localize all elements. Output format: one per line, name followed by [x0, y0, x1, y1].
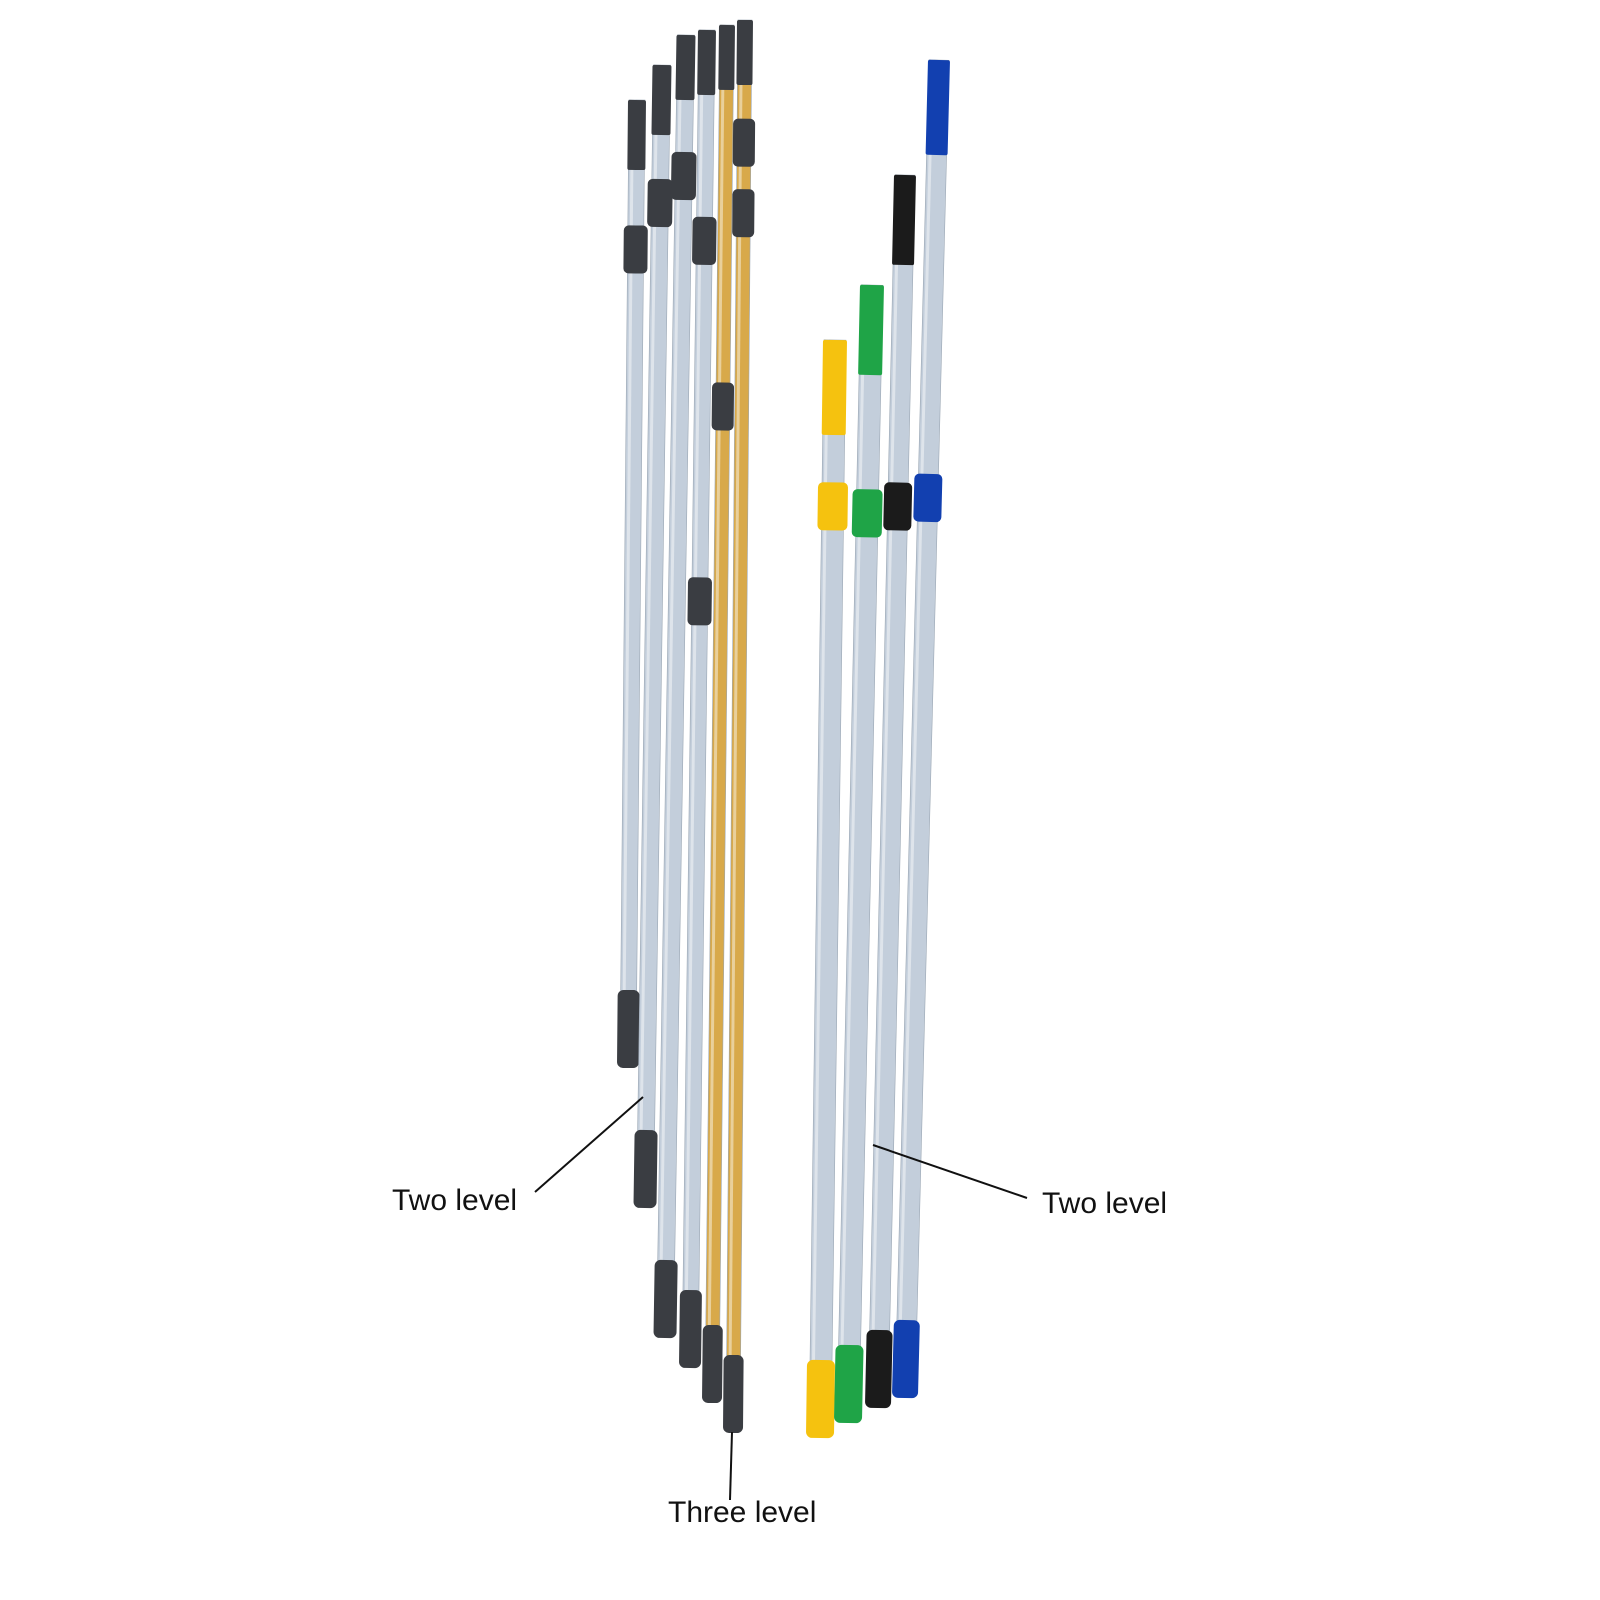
top-tip — [675, 34, 696, 101]
joint-collar — [883, 482, 913, 531]
pole-gold-1 — [702, 24, 735, 1404]
leader-line-bottom — [729, 1431, 733, 1501]
bottom-grip — [806, 1359, 835, 1439]
bottom-grip — [679, 1289, 702, 1369]
pole-4 — [679, 29, 717, 1369]
joint-collar — [732, 189, 755, 238]
bottom-grip — [633, 1129, 658, 1209]
pole-highlight — [728, 19, 744, 1430]
bottom-grip — [892, 1319, 920, 1399]
pole-highlight — [870, 174, 901, 1405]
pole-yellow — [806, 339, 848, 1439]
top-tip — [627, 99, 646, 171]
pole-1 — [617, 99, 648, 1069]
pole-blue — [892, 59, 950, 1399]
pole-highlight — [658, 34, 683, 1335]
pole-black — [865, 174, 916, 1409]
pole-3 — [653, 34, 697, 1339]
pole-highlight — [684, 29, 705, 1365]
top-tip — [697, 29, 716, 96]
joint-collar — [711, 382, 735, 431]
bottom-grip — [834, 1344, 864, 1424]
joint-collar — [817, 482, 848, 531]
top-tip — [892, 174, 916, 266]
bottom-grip — [723, 1354, 744, 1434]
joint-collar — [913, 473, 943, 523]
pole-highlight — [839, 284, 867, 1420]
pole-2 — [633, 64, 673, 1209]
label-three-level: Three level — [668, 1496, 817, 1529]
leader-line-right — [872, 1144, 1028, 1199]
pole-highlight — [638, 64, 659, 1205]
leader-line-left — [534, 1096, 644, 1193]
top-tip — [718, 24, 735, 91]
joint-collar — [692, 216, 717, 265]
joint-collar — [647, 178, 673, 228]
bottom-grip — [617, 989, 640, 1069]
pole-green — [834, 284, 884, 1424]
top-tip — [821, 339, 847, 436]
pole-highlight — [707, 24, 726, 1400]
joint-collar — [687, 577, 712, 626]
pole-highlight — [811, 339, 830, 1435]
joint-collar — [670, 151, 697, 201]
bottom-grip — [653, 1259, 678, 1339]
joint-collar — [732, 118, 756, 167]
pole-gold-2 — [723, 19, 756, 1434]
bottom-grip — [702, 1324, 723, 1404]
label-two-level-right: Two level — [1042, 1187, 1168, 1220]
label-two-level-left: Two level — [392, 1184, 518, 1217]
top-tip — [925, 59, 950, 156]
joint-collar — [623, 225, 648, 274]
pole-highlight — [897, 59, 935, 1395]
top-tip — [736, 19, 753, 86]
bottom-grip — [865, 1329, 893, 1409]
top-tip — [858, 284, 884, 376]
pole-highlight — [622, 99, 635, 1065]
top-tip — [651, 64, 672, 136]
joint-collar — [851, 489, 883, 538]
